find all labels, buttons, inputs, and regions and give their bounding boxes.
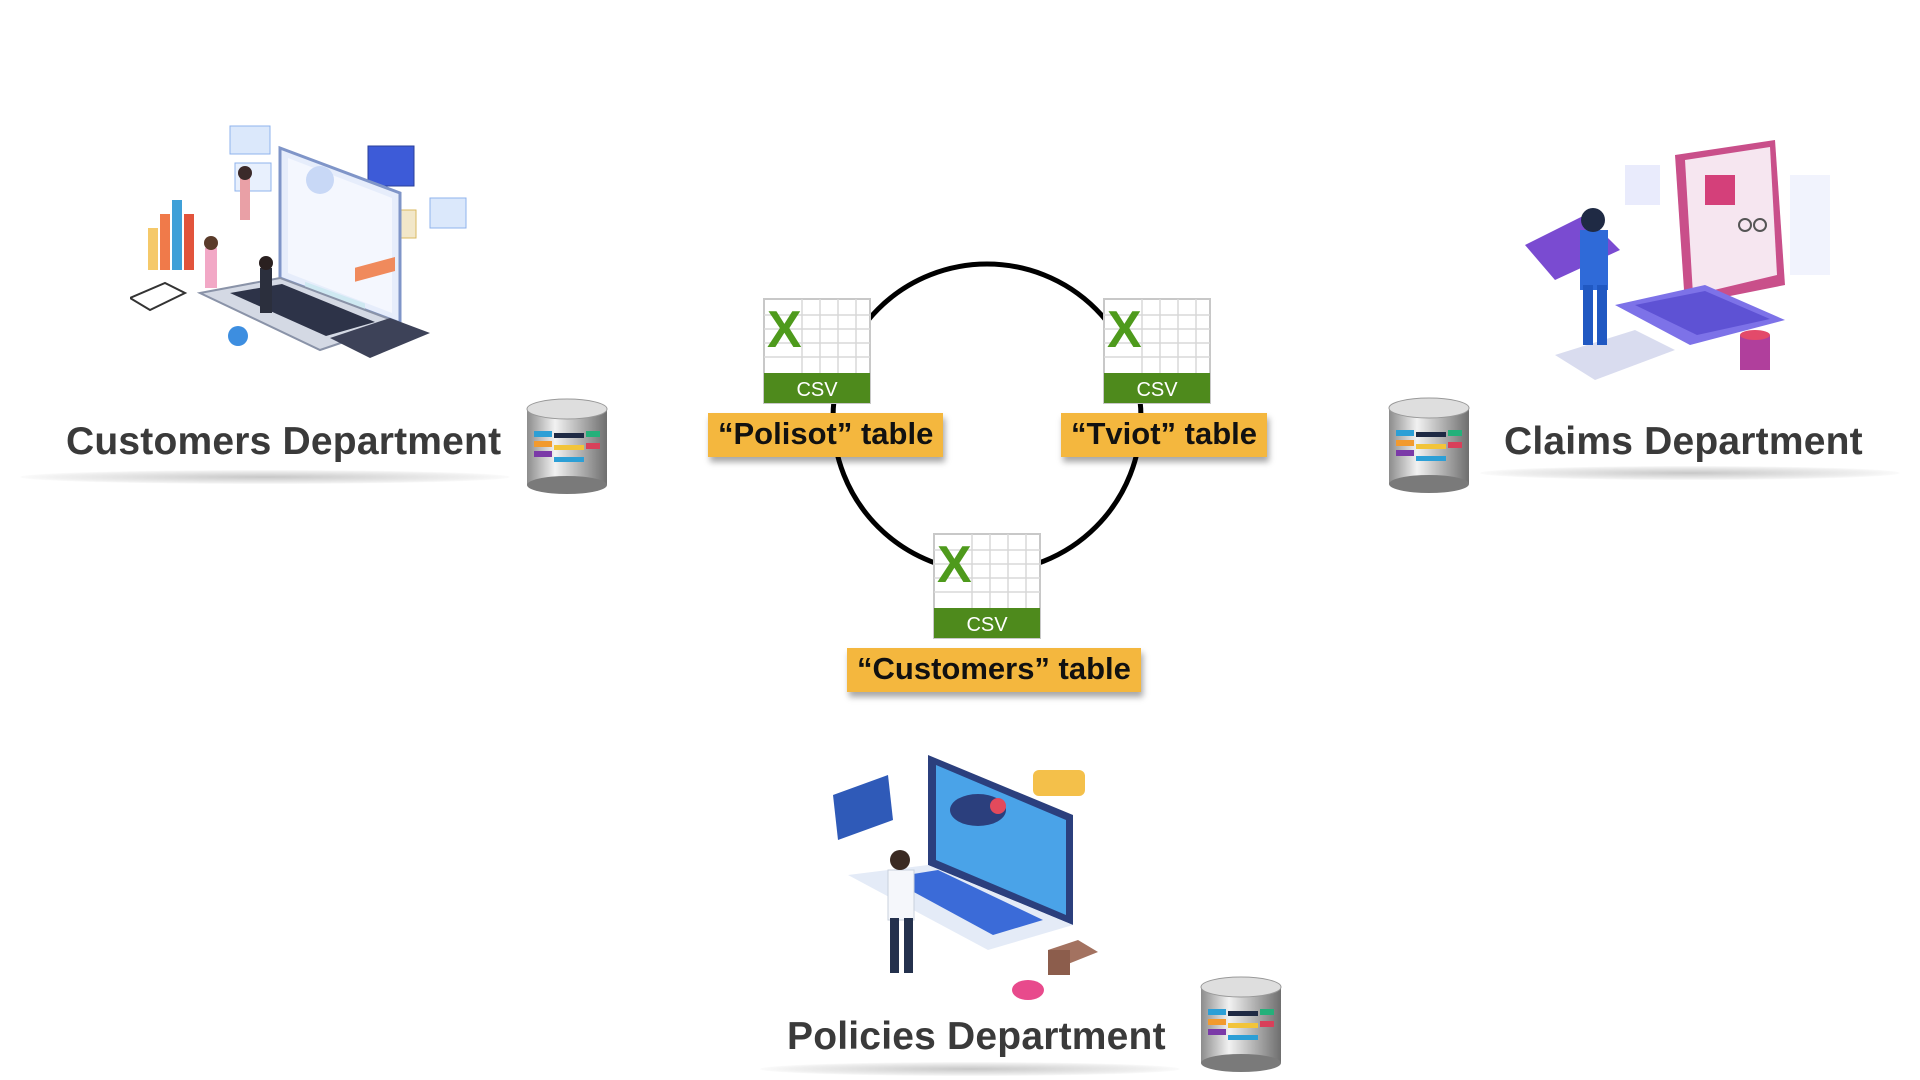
csv-x-glyph: X bbox=[937, 536, 972, 594]
laptop-team-illustration bbox=[130, 125, 467, 358]
customers-department-shadow bbox=[20, 470, 510, 484]
csv-x-glyph: X bbox=[767, 301, 802, 359]
csv-x-glyph: X bbox=[1107, 301, 1142, 359]
csv-file-icon: X CSV bbox=[763, 298, 871, 404]
csv-badge: CSV bbox=[966, 614, 1008, 636]
database-icon bbox=[1388, 397, 1470, 493]
database-icon bbox=[1200, 976, 1282, 1072]
claims-department-label: Claims Department bbox=[1504, 420, 1863, 463]
policies-department-label: Policies Department bbox=[787, 1015, 1166, 1058]
tviot-table-label: “Tviot” table bbox=[1061, 413, 1268, 457]
database-icon bbox=[526, 398, 608, 494]
policies-department-shadow bbox=[760, 1062, 1180, 1076]
csv-file-icon: X CSV bbox=[933, 533, 1041, 639]
csv-badge: CSV bbox=[1136, 379, 1178, 401]
customers-department-label: Customers Department bbox=[66, 420, 502, 463]
claims-department-shadow bbox=[1480, 466, 1900, 480]
person-laptop-illustration bbox=[1525, 140, 1830, 380]
csv-file-icon: X CSV bbox=[1103, 298, 1211, 404]
shopping-laptop-illustration bbox=[833, 755, 1098, 1000]
polisot-table-label: “Polisot” table bbox=[708, 413, 944, 457]
csv-badge: CSV bbox=[796, 379, 838, 401]
customers-table-label: “Customers” table bbox=[847, 648, 1141, 692]
